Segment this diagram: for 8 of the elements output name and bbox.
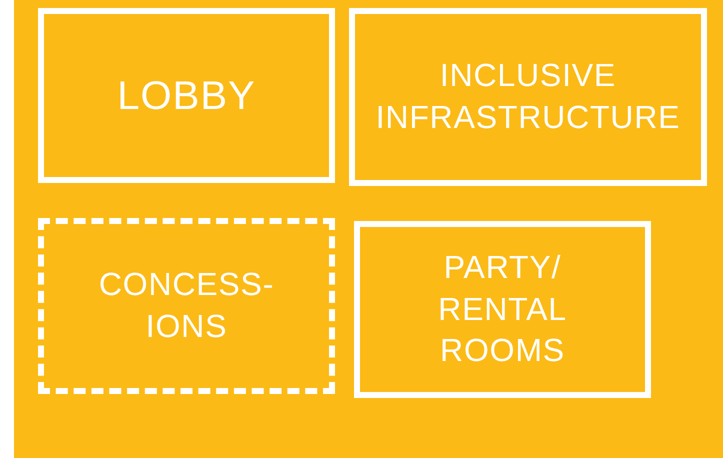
area-box bbox=[38, 218, 335, 394]
area-box bbox=[38, 8, 335, 183]
area-box bbox=[349, 8, 707, 186]
area-box bbox=[354, 221, 651, 398]
area-label: PARTY/ RENTAL ROOMS bbox=[437, 248, 568, 370]
area-label: CONCESS- IONS bbox=[98, 265, 276, 346]
area-label: INCLUSIVE INFRASTRUCTURE bbox=[374, 56, 682, 137]
area-label: LOBBY bbox=[117, 72, 256, 120]
